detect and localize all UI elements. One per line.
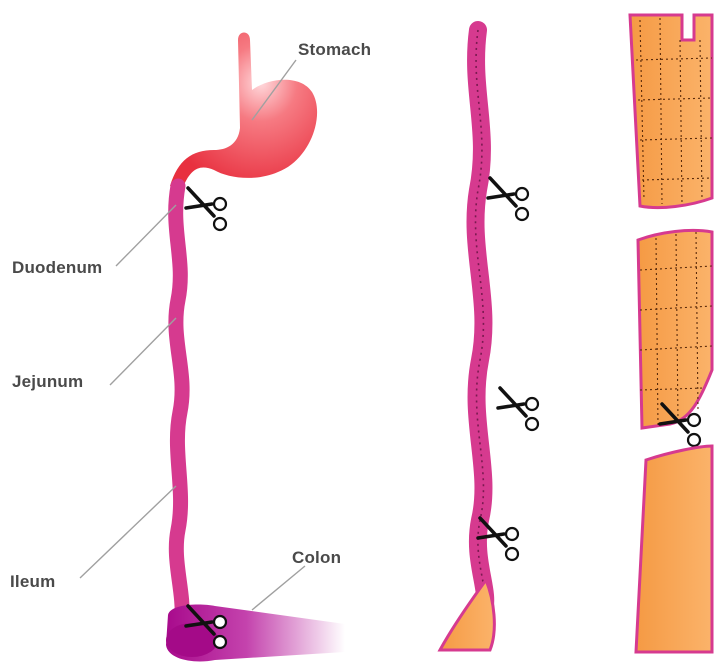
patch-bottom — [636, 446, 712, 652]
small-intestine-tube — [176, 186, 183, 620]
label-ileum: Ileum — [10, 572, 55, 592]
label-jejunum: Jejunum — [12, 372, 83, 392]
scissors-icon — [488, 178, 528, 220]
patch-middle — [638, 230, 712, 446]
panel-patches — [630, 15, 712, 652]
patch-top — [630, 15, 712, 208]
label-duodenum: Duodenum — [12, 258, 102, 278]
scissors-icon — [186, 188, 226, 230]
label-colon: Colon — [292, 548, 341, 568]
scissors-icon — [498, 388, 538, 430]
opened-flap — [440, 580, 494, 650]
label-stomach: Stomach — [298, 40, 371, 60]
stomach-organ — [170, 33, 317, 191]
panel-segment — [440, 30, 538, 650]
